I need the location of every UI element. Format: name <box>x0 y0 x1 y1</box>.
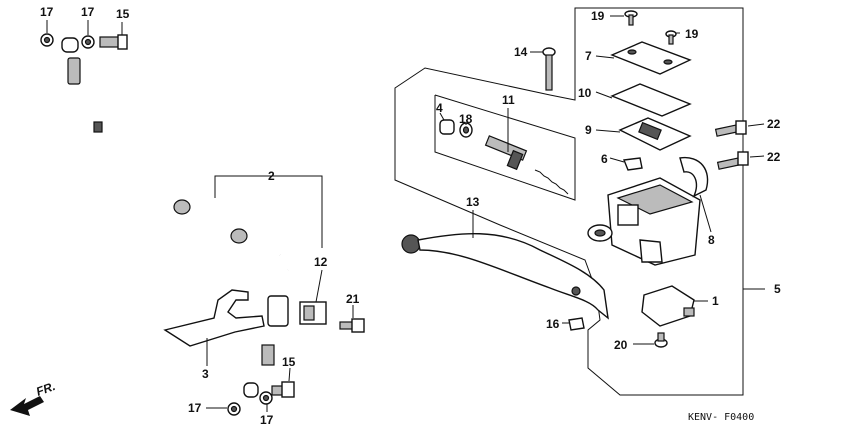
callout-2: 2 <box>268 169 275 183</box>
callout-15-upper: 15 <box>116 7 130 21</box>
reservoir-cover <box>610 41 692 75</box>
sealing-washer-17d <box>259 391 273 405</box>
hose-clamp <box>299 301 327 325</box>
callout-8: 8 <box>708 233 715 247</box>
piston-set <box>484 135 569 195</box>
hose-clamp-ring <box>93 121 103 133</box>
callout-13: 13 <box>466 195 480 209</box>
sealing-washer-17c <box>227 402 241 416</box>
master-cylinder-body <box>587 177 701 266</box>
cover-screw-19b <box>665 30 677 45</box>
callout-21: 21 <box>346 292 360 306</box>
direction-label: FR. <box>34 379 57 399</box>
callout-11: 11 <box>502 93 515 107</box>
callout-14: 14 <box>514 45 528 59</box>
hose-ferrule-lower <box>261 344 275 366</box>
hose-joint <box>267 295 289 327</box>
callout-5: 5 <box>774 282 781 296</box>
boot-4 <box>439 119 455 135</box>
hose-grommet-b <box>230 228 248 244</box>
brake-light-switch <box>641 285 695 327</box>
callout-17-lower-b: 17 <box>260 413 274 427</box>
hose-ferrule-upper <box>67 57 81 85</box>
callout-17-upper-a: 17 <box>40 5 54 19</box>
pivot-nut-16 <box>568 317 585 331</box>
callout-19-a: 19 <box>591 9 605 23</box>
callout-3: 3 <box>202 367 209 381</box>
callout-12: 12 <box>314 255 328 269</box>
switch-screw-20 <box>654 332 668 348</box>
pivot-bolt-14 <box>542 47 556 91</box>
sealing-washer-17a <box>40 33 54 47</box>
kit-outline-5 <box>394 7 744 396</box>
callout-7: 7 <box>585 49 592 63</box>
callout-bracket-2 <box>214 175 323 248</box>
brake-lever <box>401 232 609 320</box>
drawing-code: KENV- F0400 <box>688 412 754 423</box>
brake-hose <box>61 37 291 398</box>
callout-1: 1 <box>712 294 719 308</box>
holder-bolt-22b <box>716 151 749 170</box>
callout-22-b: 22 <box>767 150 781 164</box>
banjo-fitting-lower <box>243 382 259 398</box>
sealing-washer-17b <box>81 35 95 49</box>
callout-18: 18 <box>459 112 473 126</box>
hose-grommet-a <box>173 199 191 215</box>
callout-10: 10 <box>578 86 592 100</box>
callout-19-b: 19 <box>685 27 699 41</box>
oil-bolt-15b <box>271 381 295 398</box>
callout-22-a: 22 <box>767 117 781 131</box>
oil-bolt-15a <box>99 34 128 50</box>
holder-bolt-22a <box>714 120 747 137</box>
front-direction-arrow-icon <box>10 396 44 416</box>
diaphragm-plate <box>610 83 692 117</box>
handlebar-holder <box>679 156 709 198</box>
hose-clip-6 <box>623 157 643 171</box>
callout-17-lower-a: 17 <box>188 401 202 415</box>
hose-bracket <box>163 289 265 347</box>
flange-bolt-21 <box>339 318 365 333</box>
callout-15-lower: 15 <box>282 355 296 369</box>
banjo-fitting-upper <box>61 37 79 53</box>
callout-20: 20 <box>614 338 628 352</box>
callout-9: 9 <box>585 123 592 137</box>
callout-4: 4 <box>436 101 443 115</box>
cover-screw-19a <box>624 10 638 26</box>
callout-16: 16 <box>546 317 560 331</box>
callout-6: 6 <box>601 152 608 166</box>
callout-17-upper-b: 17 <box>81 5 95 19</box>
kit-outline-11 <box>434 94 576 201</box>
